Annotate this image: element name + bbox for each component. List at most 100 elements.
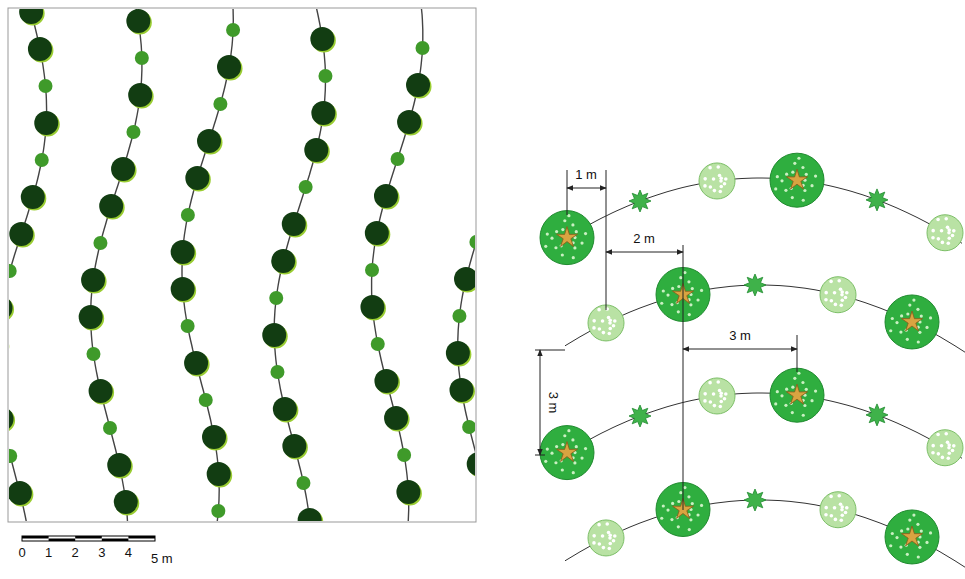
light-tree bbox=[699, 163, 735, 199]
foliage-dot bbox=[951, 234, 955, 238]
foliage-dot bbox=[592, 541, 596, 545]
large-tree bbox=[28, 37, 52, 61]
foliage-dot bbox=[917, 555, 920, 558]
large-tree bbox=[467, 452, 475, 476]
foliage-dot bbox=[607, 531, 611, 535]
light-tree bbox=[588, 520, 624, 556]
foliage-dot bbox=[544, 460, 547, 463]
foliage-dot bbox=[688, 313, 691, 316]
large-tree bbox=[770, 368, 824, 422]
small-tree bbox=[462, 420, 475, 434]
small-tree bbox=[318, 69, 332, 83]
light-tree bbox=[820, 492, 856, 528]
scale-number: 2 bbox=[72, 546, 79, 559]
foliage-dot bbox=[797, 372, 800, 375]
large-tree bbox=[107, 453, 131, 477]
dimension-label: 1 m bbox=[573, 168, 599, 181]
foliage-dot bbox=[791, 171, 794, 174]
foliage-dot bbox=[944, 432, 948, 436]
row-curve bbox=[567, 393, 962, 458]
large-tree bbox=[111, 157, 135, 181]
foliage-dot bbox=[601, 534, 605, 538]
foliage-dot bbox=[908, 304, 911, 307]
foliage-dot bbox=[920, 314, 923, 317]
small-tree bbox=[126, 125, 140, 139]
foliage-dot bbox=[605, 522, 609, 526]
large-tree bbox=[171, 240, 195, 264]
foliage-dot bbox=[839, 518, 843, 522]
foliage-dot bbox=[784, 189, 787, 192]
scale-number: 1 bbox=[45, 546, 52, 559]
foliage-dot bbox=[917, 340, 920, 343]
small-tree bbox=[35, 153, 49, 167]
large-tree bbox=[298, 508, 322, 521]
foliage-dot bbox=[941, 456, 945, 460]
small-tree bbox=[397, 448, 411, 462]
foliage-dot bbox=[607, 332, 611, 336]
foliage-dot bbox=[572, 471, 575, 474]
foliage-dot bbox=[696, 513, 699, 516]
foliage-dot bbox=[908, 519, 911, 522]
large-tree bbox=[171, 277, 195, 301]
foliage-dot bbox=[554, 461, 557, 464]
small-tree bbox=[469, 235, 475, 249]
foliage-dot bbox=[891, 317, 894, 320]
foliage-dot bbox=[709, 400, 713, 404]
foliage-dot bbox=[550, 452, 553, 455]
dimension-label: 3 m bbox=[547, 389, 560, 415]
foliage-dot bbox=[906, 312, 909, 315]
foliage-dot bbox=[716, 380, 720, 384]
foliage-dot bbox=[952, 229, 956, 233]
foliage-dot bbox=[941, 241, 945, 245]
foliage-dot bbox=[824, 298, 828, 302]
foliage-dot bbox=[776, 175, 779, 178]
small-tree bbox=[211, 504, 225, 518]
foliage-dot bbox=[946, 441, 950, 445]
foliage-dot bbox=[840, 513, 844, 517]
small-tree bbox=[103, 421, 117, 435]
foliage-dot bbox=[567, 214, 570, 217]
small-tree bbox=[226, 23, 240, 37]
foliage-dot bbox=[696, 298, 699, 301]
foliage-dot bbox=[916, 523, 919, 526]
shrub bbox=[866, 404, 888, 426]
shrub bbox=[866, 189, 888, 211]
foliage-dot bbox=[683, 271, 686, 274]
foliage-dot bbox=[703, 177, 707, 181]
foliage-dot bbox=[840, 298, 844, 302]
foliage-dot bbox=[776, 390, 779, 393]
large-tree bbox=[202, 425, 226, 449]
large-tree bbox=[217, 55, 241, 79]
scale-segment bbox=[128, 536, 155, 539]
foliage-dot bbox=[687, 280, 690, 283]
large-tree bbox=[184, 351, 208, 375]
small-tree bbox=[269, 291, 283, 305]
foliage-dot bbox=[780, 179, 783, 182]
large-tree bbox=[540, 426, 594, 480]
large-tree bbox=[79, 305, 103, 329]
foliage-dot bbox=[602, 546, 606, 550]
large-tree bbox=[99, 194, 123, 218]
trunk-star bbox=[787, 169, 808, 189]
foliage-dot bbox=[946, 226, 950, 230]
small-tree bbox=[181, 208, 195, 222]
foliage-dot bbox=[563, 219, 566, 222]
large-tree bbox=[282, 212, 306, 236]
small-tree bbox=[9, 449, 17, 463]
scale-segment bbox=[49, 539, 76, 542]
large-tree bbox=[9, 222, 33, 246]
foliage-dot bbox=[584, 232, 587, 235]
foliage-dot bbox=[947, 237, 951, 241]
foliage-dot bbox=[946, 456, 950, 460]
large-tree bbox=[273, 397, 297, 421]
foliage-dot bbox=[900, 529, 903, 532]
small-tree bbox=[9, 264, 17, 278]
foliage-dot bbox=[544, 245, 547, 248]
light-tree bbox=[927, 430, 963, 466]
small-tree bbox=[135, 51, 149, 65]
large-tree bbox=[304, 138, 328, 162]
light-tree bbox=[699, 378, 735, 414]
foliage-dot bbox=[940, 229, 944, 233]
small-tree bbox=[86, 347, 100, 361]
